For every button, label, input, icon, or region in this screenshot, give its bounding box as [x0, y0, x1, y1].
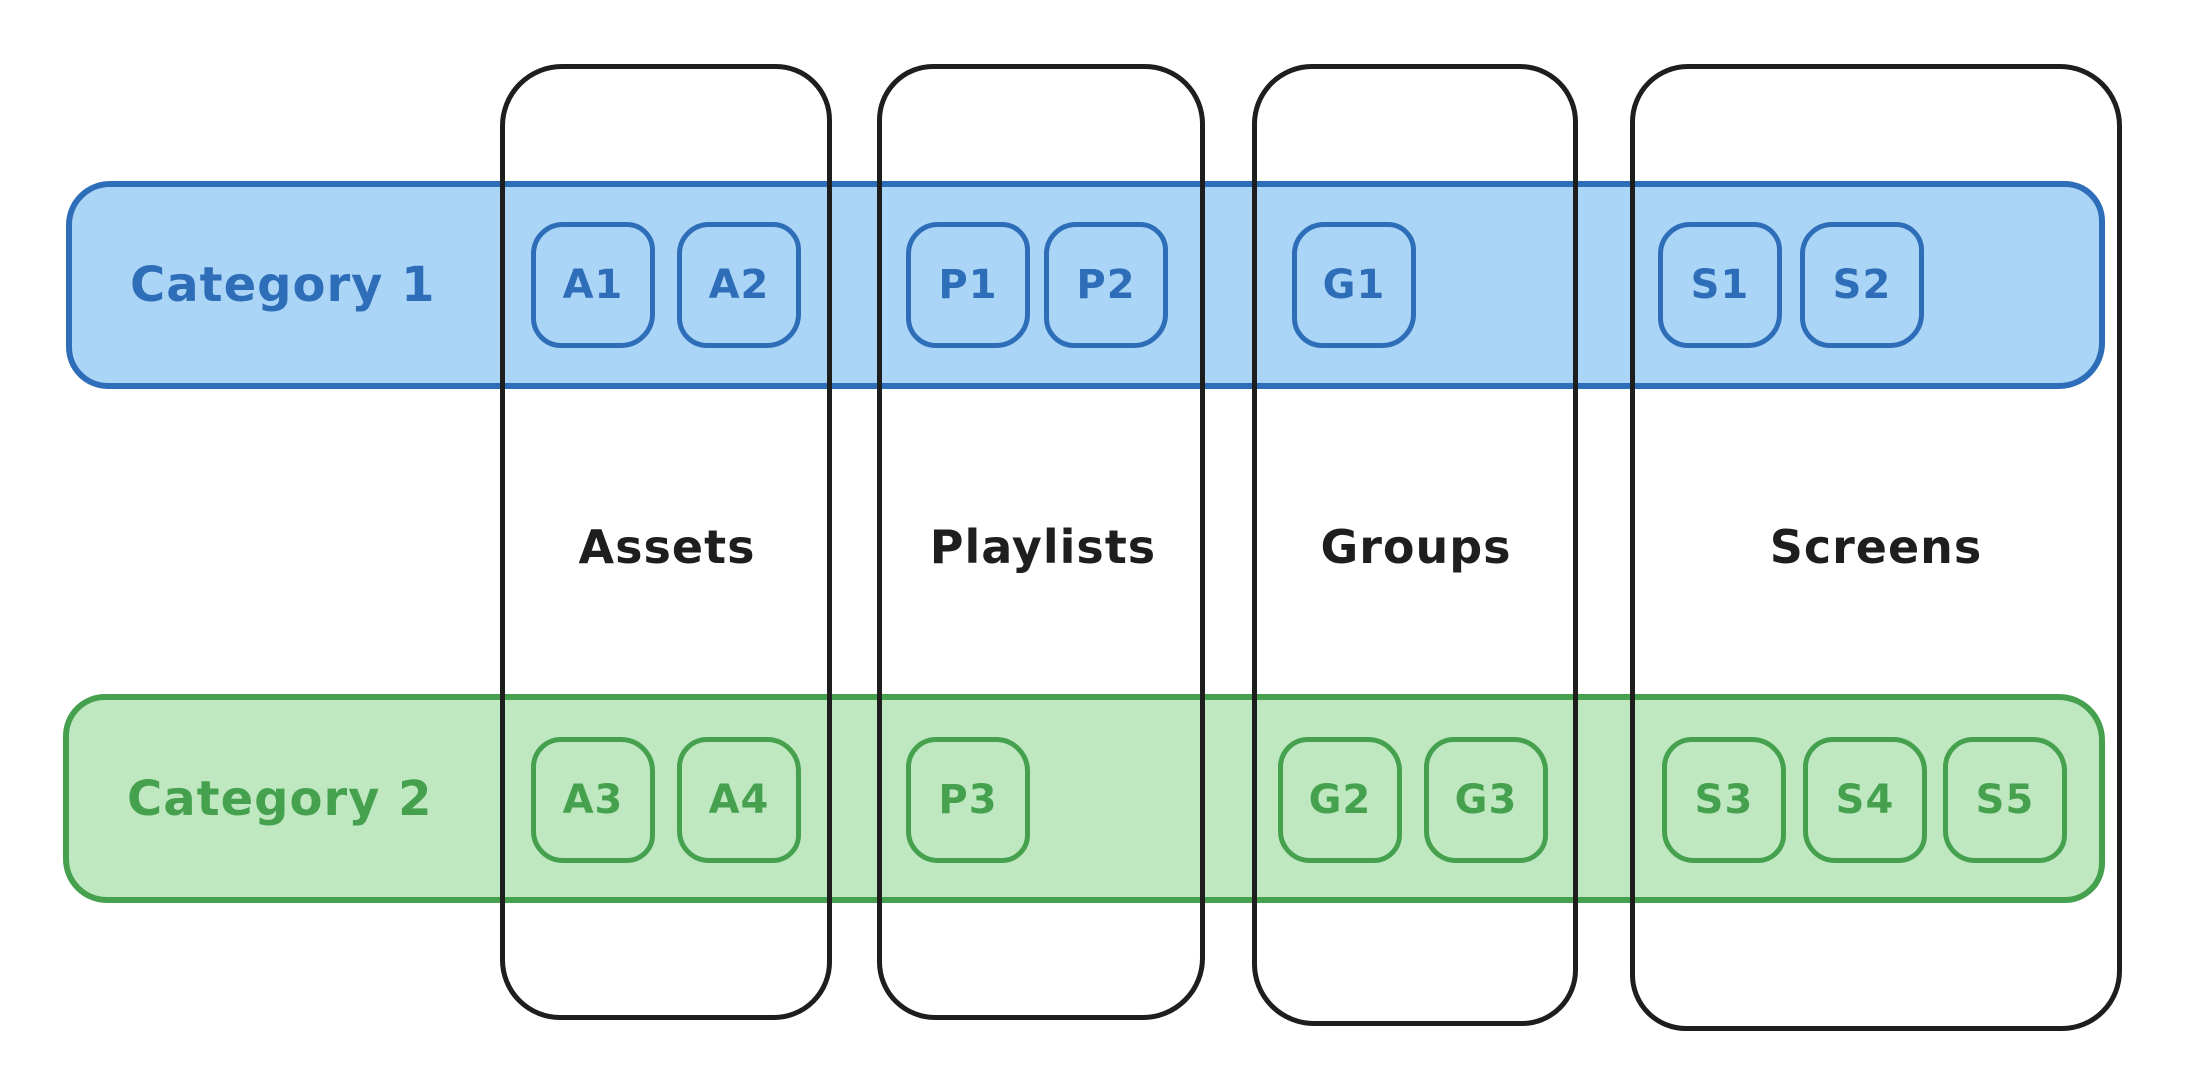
category-1-bar[interactable]: Category 1 [66, 181, 2105, 389]
node-s2[interactable]: S2 [1800, 222, 1924, 348]
column-playlists[interactable] [877, 64, 1205, 1020]
node-g1[interactable]: G1 [1292, 222, 1416, 348]
node-a3[interactable]: A3 [531, 737, 655, 863]
category-2-bar[interactable]: Category 2 [63, 694, 2105, 903]
node-s1[interactable]: S1 [1658, 222, 1782, 348]
node-s3[interactable]: S3 [1662, 737, 1786, 863]
column-label-playlists: Playlists [929, 520, 1157, 574]
node-g3[interactable]: G3 [1424, 737, 1548, 863]
node-s5[interactable]: S5 [1943, 737, 2067, 863]
node-g2[interactable]: G2 [1278, 737, 1402, 863]
node-a2[interactable]: A2 [677, 222, 801, 348]
column-label-screens: Screens [1769, 520, 1983, 574]
node-a1[interactable]: A1 [531, 222, 655, 348]
column-screens[interactable] [1630, 64, 2122, 1031]
node-s4[interactable]: S4 [1803, 737, 1927, 863]
node-p1[interactable]: P1 [906, 222, 1030, 348]
node-p3[interactable]: P3 [906, 737, 1030, 863]
node-a4[interactable]: A4 [677, 737, 801, 863]
column-label-groups: Groups [1320, 520, 1512, 574]
column-label-assets: Assets [578, 520, 756, 574]
node-p2[interactable]: P2 [1044, 222, 1168, 348]
column-groups[interactable] [1252, 64, 1578, 1026]
column-assets[interactable] [500, 64, 832, 1020]
category-1-label: Category 1 [130, 257, 436, 313]
category-2-label: Category 2 [127, 770, 433, 827]
